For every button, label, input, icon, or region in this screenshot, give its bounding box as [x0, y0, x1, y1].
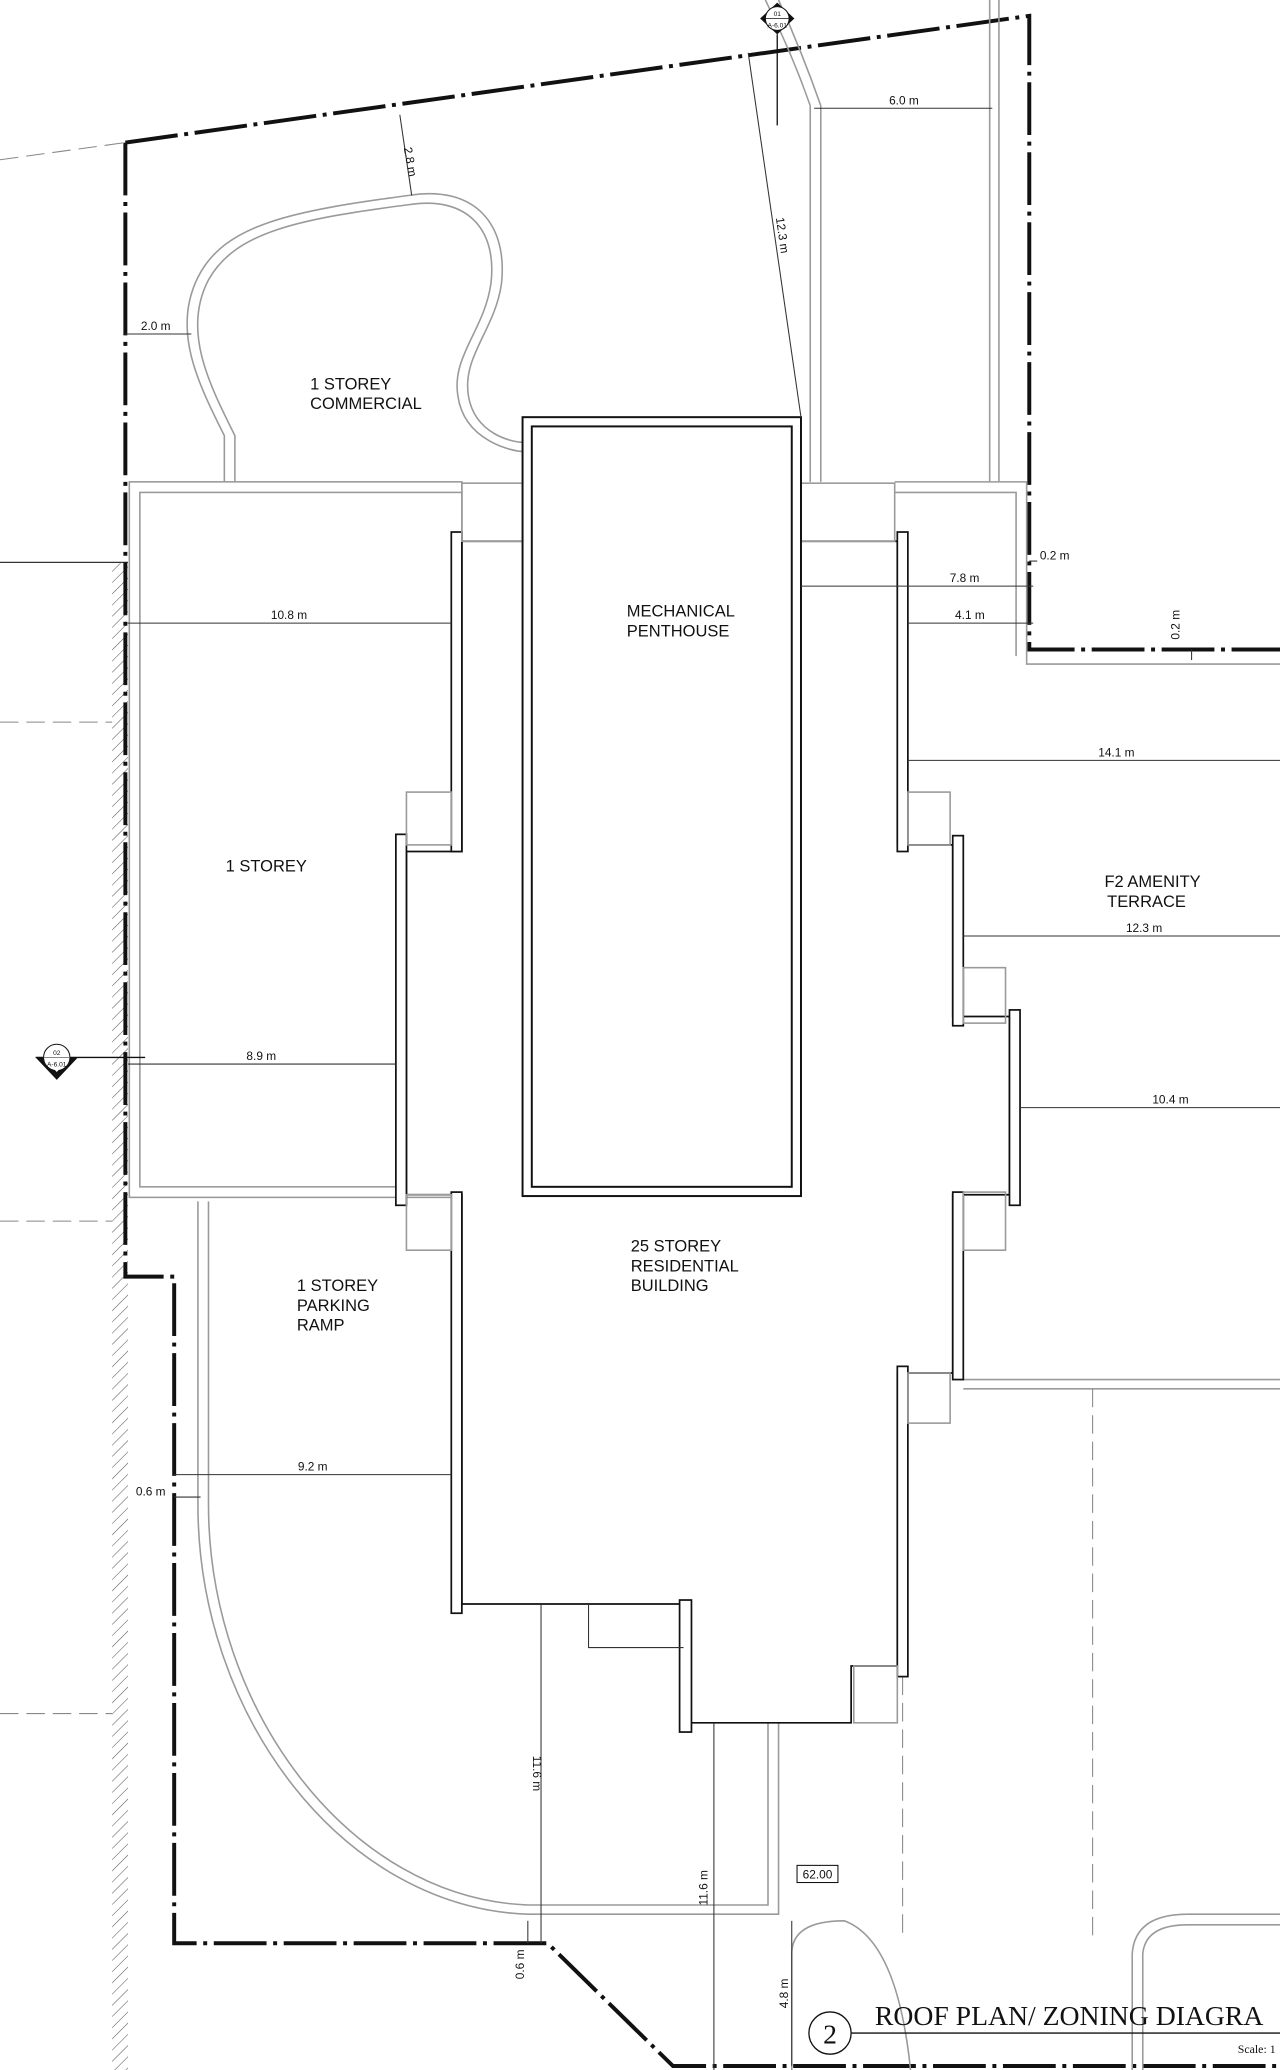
curb — [1131, 1913, 1280, 2070]
zone-commercial-line2: COMMERCIAL — [310, 395, 422, 413]
dim-label: 2.8 m — [401, 146, 420, 178]
dim-label: 11.6 m — [696, 1870, 710, 1906]
mechanical-penthouse — [521, 416, 802, 1198]
svg-text:62.00: 62.00 — [803, 1868, 833, 1882]
podium-outline — [128, 0, 1280, 1941]
dim-label: 12.3 m — [773, 216, 792, 254]
drawing-title-block: 2 ROOF PLAN/ ZONING DIAGRA Scale: 1 — [808, 2000, 1280, 2056]
zone-penthouse-line2: PENTHOUSE — [627, 622, 730, 640]
zone-commercial-line1: 1 STOREY — [310, 375, 391, 393]
commercial-outline — [186, 193, 523, 482]
dim-label: 10.4 m — [1152, 1093, 1188, 1107]
zone-amenity-line1: F2 AMENITY — [1104, 873, 1200, 891]
dim-label: 11.6 m — [530, 1756, 544, 1792]
zone-labels: 1 STOREY COMMERCIAL MECHANICAL PENTHOUSE… — [226, 375, 1201, 1334]
zone-parking-line3: RAMP — [297, 1317, 345, 1335]
curb — [790, 1920, 912, 2070]
parking-ramp-outline — [197, 1201, 780, 1916]
zone-parking-line1: 1 STOREY — [297, 1277, 378, 1295]
dim-label: 0.6 m — [513, 1949, 527, 1979]
dim-label: 8.9 m — [246, 1049, 276, 1063]
dim-label: 12.3 m — [1126, 921, 1162, 935]
dim-label: 0.2 m — [1169, 610, 1183, 640]
dim-label: 10.8 m — [271, 608, 307, 622]
zone-residential-line1: 25 STOREY — [631, 1238, 721, 1256]
commercial-outline-inner — [196, 202, 523, 482]
svg-text:A-6.01: A-6.01 — [47, 1062, 67, 1069]
view-number: 2 — [823, 2019, 837, 2050]
elevation-tag: 62.00 — [796, 1864, 839, 1884]
section-marker-02[interactable]: 02 A-6.01 — [35, 1043, 146, 1080]
dimension-labels: 6.0 m 2.8 m 12.3 m 2.0 m 0.2 m 7.8 m 4.1… — [136, 93, 1189, 2008]
section-marker-01[interactable]: 01 A-6.01 — [760, 2, 795, 126]
dim-label: 4.8 m — [777, 1978, 791, 2008]
zone-residential-line2: RESIDENTIAL — [631, 1257, 739, 1275]
dim-label: 4.1 m — [955, 608, 985, 622]
dim-label: 7.8 m — [950, 571, 980, 585]
dim-label: 14.1 m — [1098, 745, 1134, 759]
zone-residential-line3: BUILDING — [631, 1277, 709, 1295]
dim-label: 2.0 m — [141, 319, 171, 333]
scale-label: Scale: 1 — [1238, 2042, 1276, 2056]
dim-label: 0.6 m — [136, 1485, 166, 1499]
property-line — [0, 13, 1280, 2069]
svg-text:01: 01 — [774, 11, 782, 18]
zone-parking-line2: PARKING — [297, 1297, 370, 1315]
zone-amenity-line2: TERRACE — [1107, 893, 1186, 911]
dimension-lines — [125, 52, 1280, 2070]
zone-penthouse-line1: MECHANICAL — [627, 603, 735, 621]
svg-text:A-6.01: A-6.01 — [768, 23, 788, 30]
adjacent-wall — [0, 561, 128, 2070]
svg-text:02: 02 — [53, 1050, 61, 1057]
dim-label: 6.0 m — [889, 93, 919, 107]
curb — [1141, 1923, 1280, 2070]
dim-label: 9.2 m — [298, 1460, 328, 1474]
dim-label: 0.2 m — [1040, 549, 1070, 563]
drawing-title: ROOF PLAN/ ZONING DIAGRA — [875, 2000, 1264, 2031]
parking-ramp-outline-inner — [207, 1201, 769, 1906]
zone-one-storey: 1 STOREY — [226, 857, 307, 875]
